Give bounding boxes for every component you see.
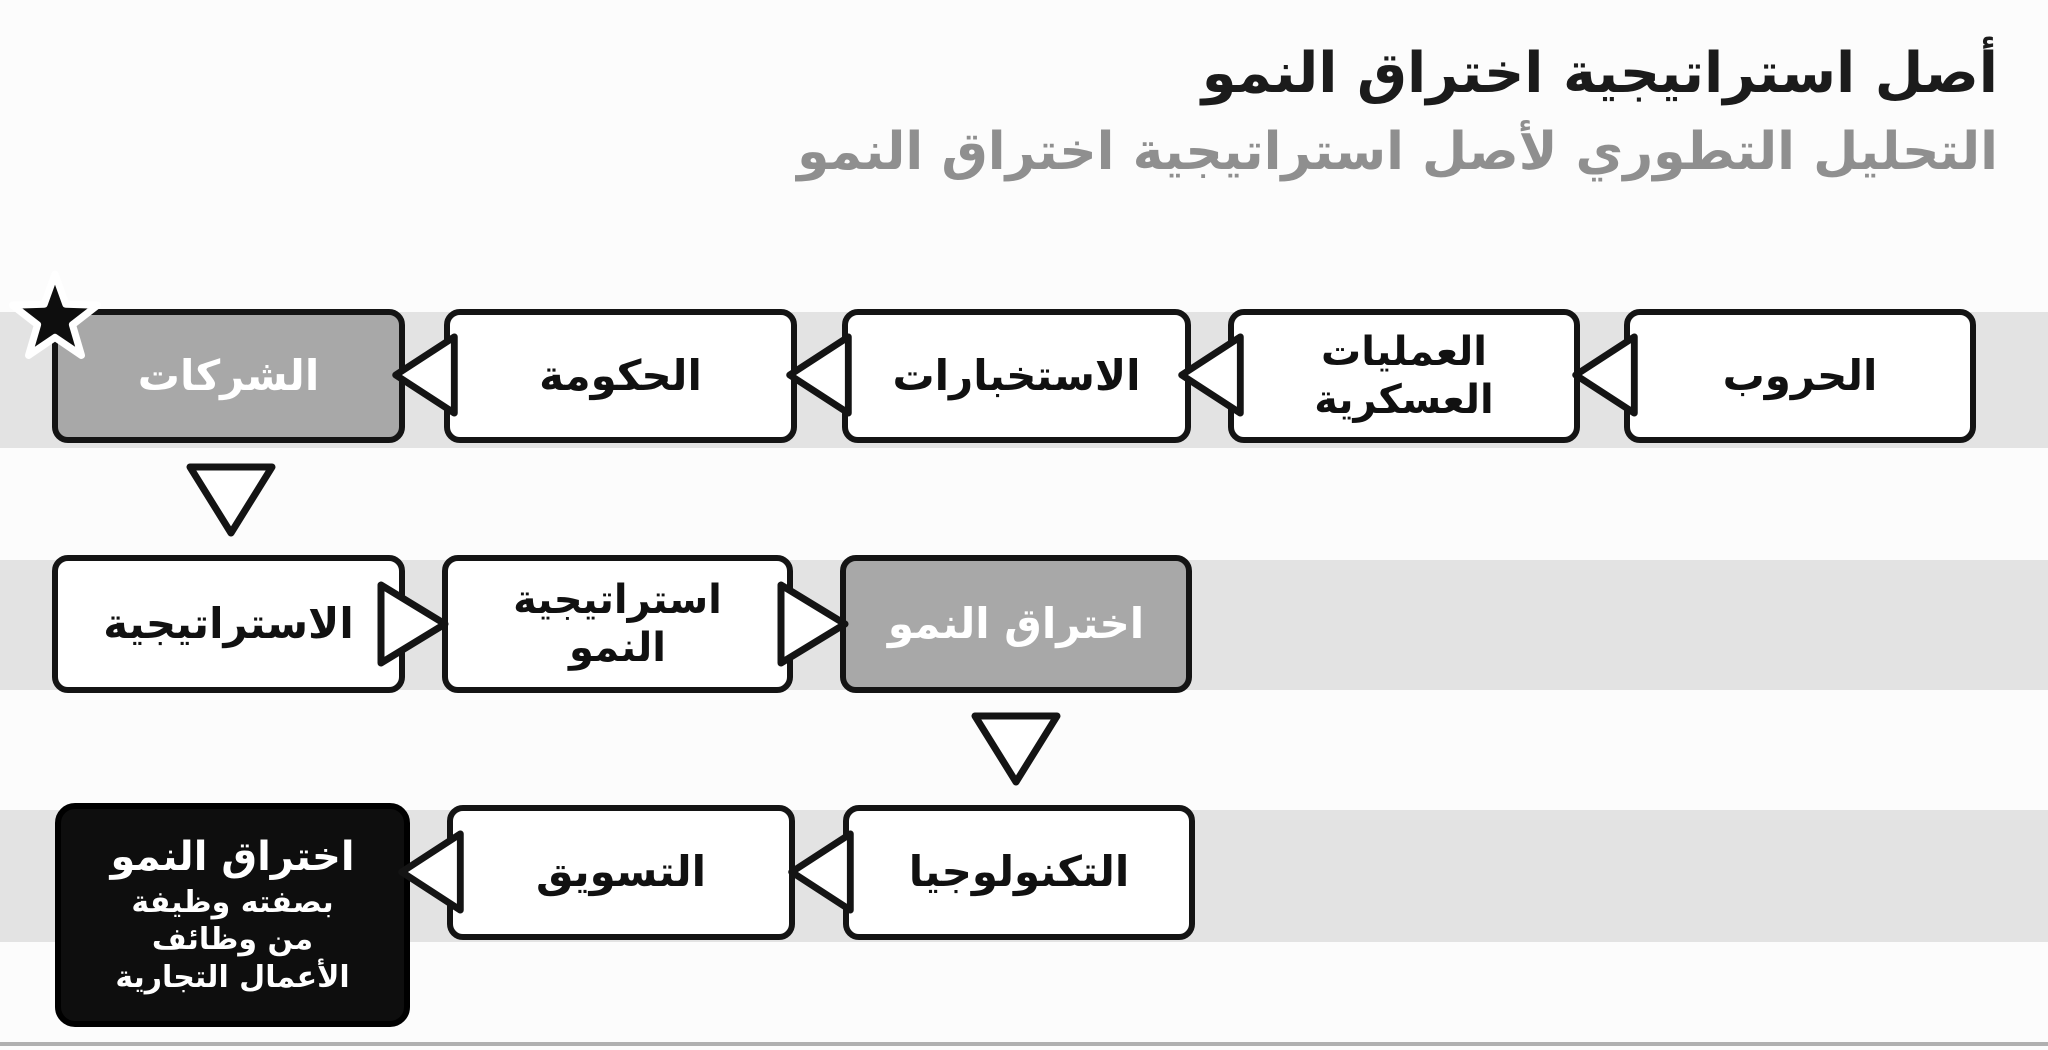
node-growth-hacking-function-title: اختراق النمو <box>110 833 355 880</box>
node-military-operations: العمليات العسكرية <box>1228 309 1580 443</box>
node-wars-label: الحروب <box>1722 350 1878 400</box>
arrow-left-icon <box>784 332 854 418</box>
node-companies: الشركات <box>52 309 405 443</box>
node-marketing: التسويق <box>447 805 795 940</box>
node-growth-hacking-label: اختراق النمو <box>887 598 1145 648</box>
node-intelligence-label: الاستخبارات <box>892 350 1141 400</box>
node-growth-hacking-function-subtitle: بصفته وظيفة من وظائف الأعمال التجارية <box>115 884 350 995</box>
node-growth-strategy: استراتيجية النمو <box>442 555 793 693</box>
node-technology: التكنولوجيا <box>843 805 1195 940</box>
arrow-down-icon <box>185 462 277 538</box>
node-technology-label: التكنولوجيا <box>908 847 1130 897</box>
node-growth-strategy-label: استراتيجية النمو <box>513 577 722 671</box>
node-intelligence: الاستخبارات <box>842 309 1191 443</box>
arrow-left-icon <box>786 829 856 915</box>
node-strategy-label: الاستراتيجية <box>103 598 354 648</box>
arrow-left-icon <box>1570 332 1640 418</box>
node-companies-label: الشركات <box>137 350 320 400</box>
arrow-left-icon <box>390 332 460 418</box>
node-government-label: الحكومة <box>539 350 702 400</box>
node-strategy: الاستراتيجية <box>52 555 405 693</box>
arrow-left-icon <box>1176 332 1246 418</box>
node-growth-hacking-function: اختراق النمو بصفته وظيفة من وظائف الأعما… <box>55 803 410 1027</box>
arrow-right-icon <box>376 580 450 668</box>
node-marketing-label: التسويق <box>536 847 707 897</box>
node-growth-hacking: اختراق النمو <box>840 555 1192 693</box>
page-subtitle: التحليل التطوري لأصل استراتيجية اختراق ا… <box>797 121 1998 182</box>
star-icon <box>6 268 104 366</box>
page-title: أصل استراتيجية اختراق النمو <box>1201 41 1998 106</box>
arrow-right-icon <box>776 580 850 668</box>
header: أصل استراتيجية اختراق النمو التحليل التط… <box>797 38 1998 186</box>
arrow-down-icon <box>970 711 1062 787</box>
node-military-operations-label: العمليات العسكرية <box>1314 329 1494 423</box>
bottom-divider <box>0 1042 2048 1046</box>
arrow-left-icon <box>396 829 466 915</box>
node-government: الحكومة <box>444 309 797 443</box>
node-wars: الحروب <box>1624 309 1976 443</box>
